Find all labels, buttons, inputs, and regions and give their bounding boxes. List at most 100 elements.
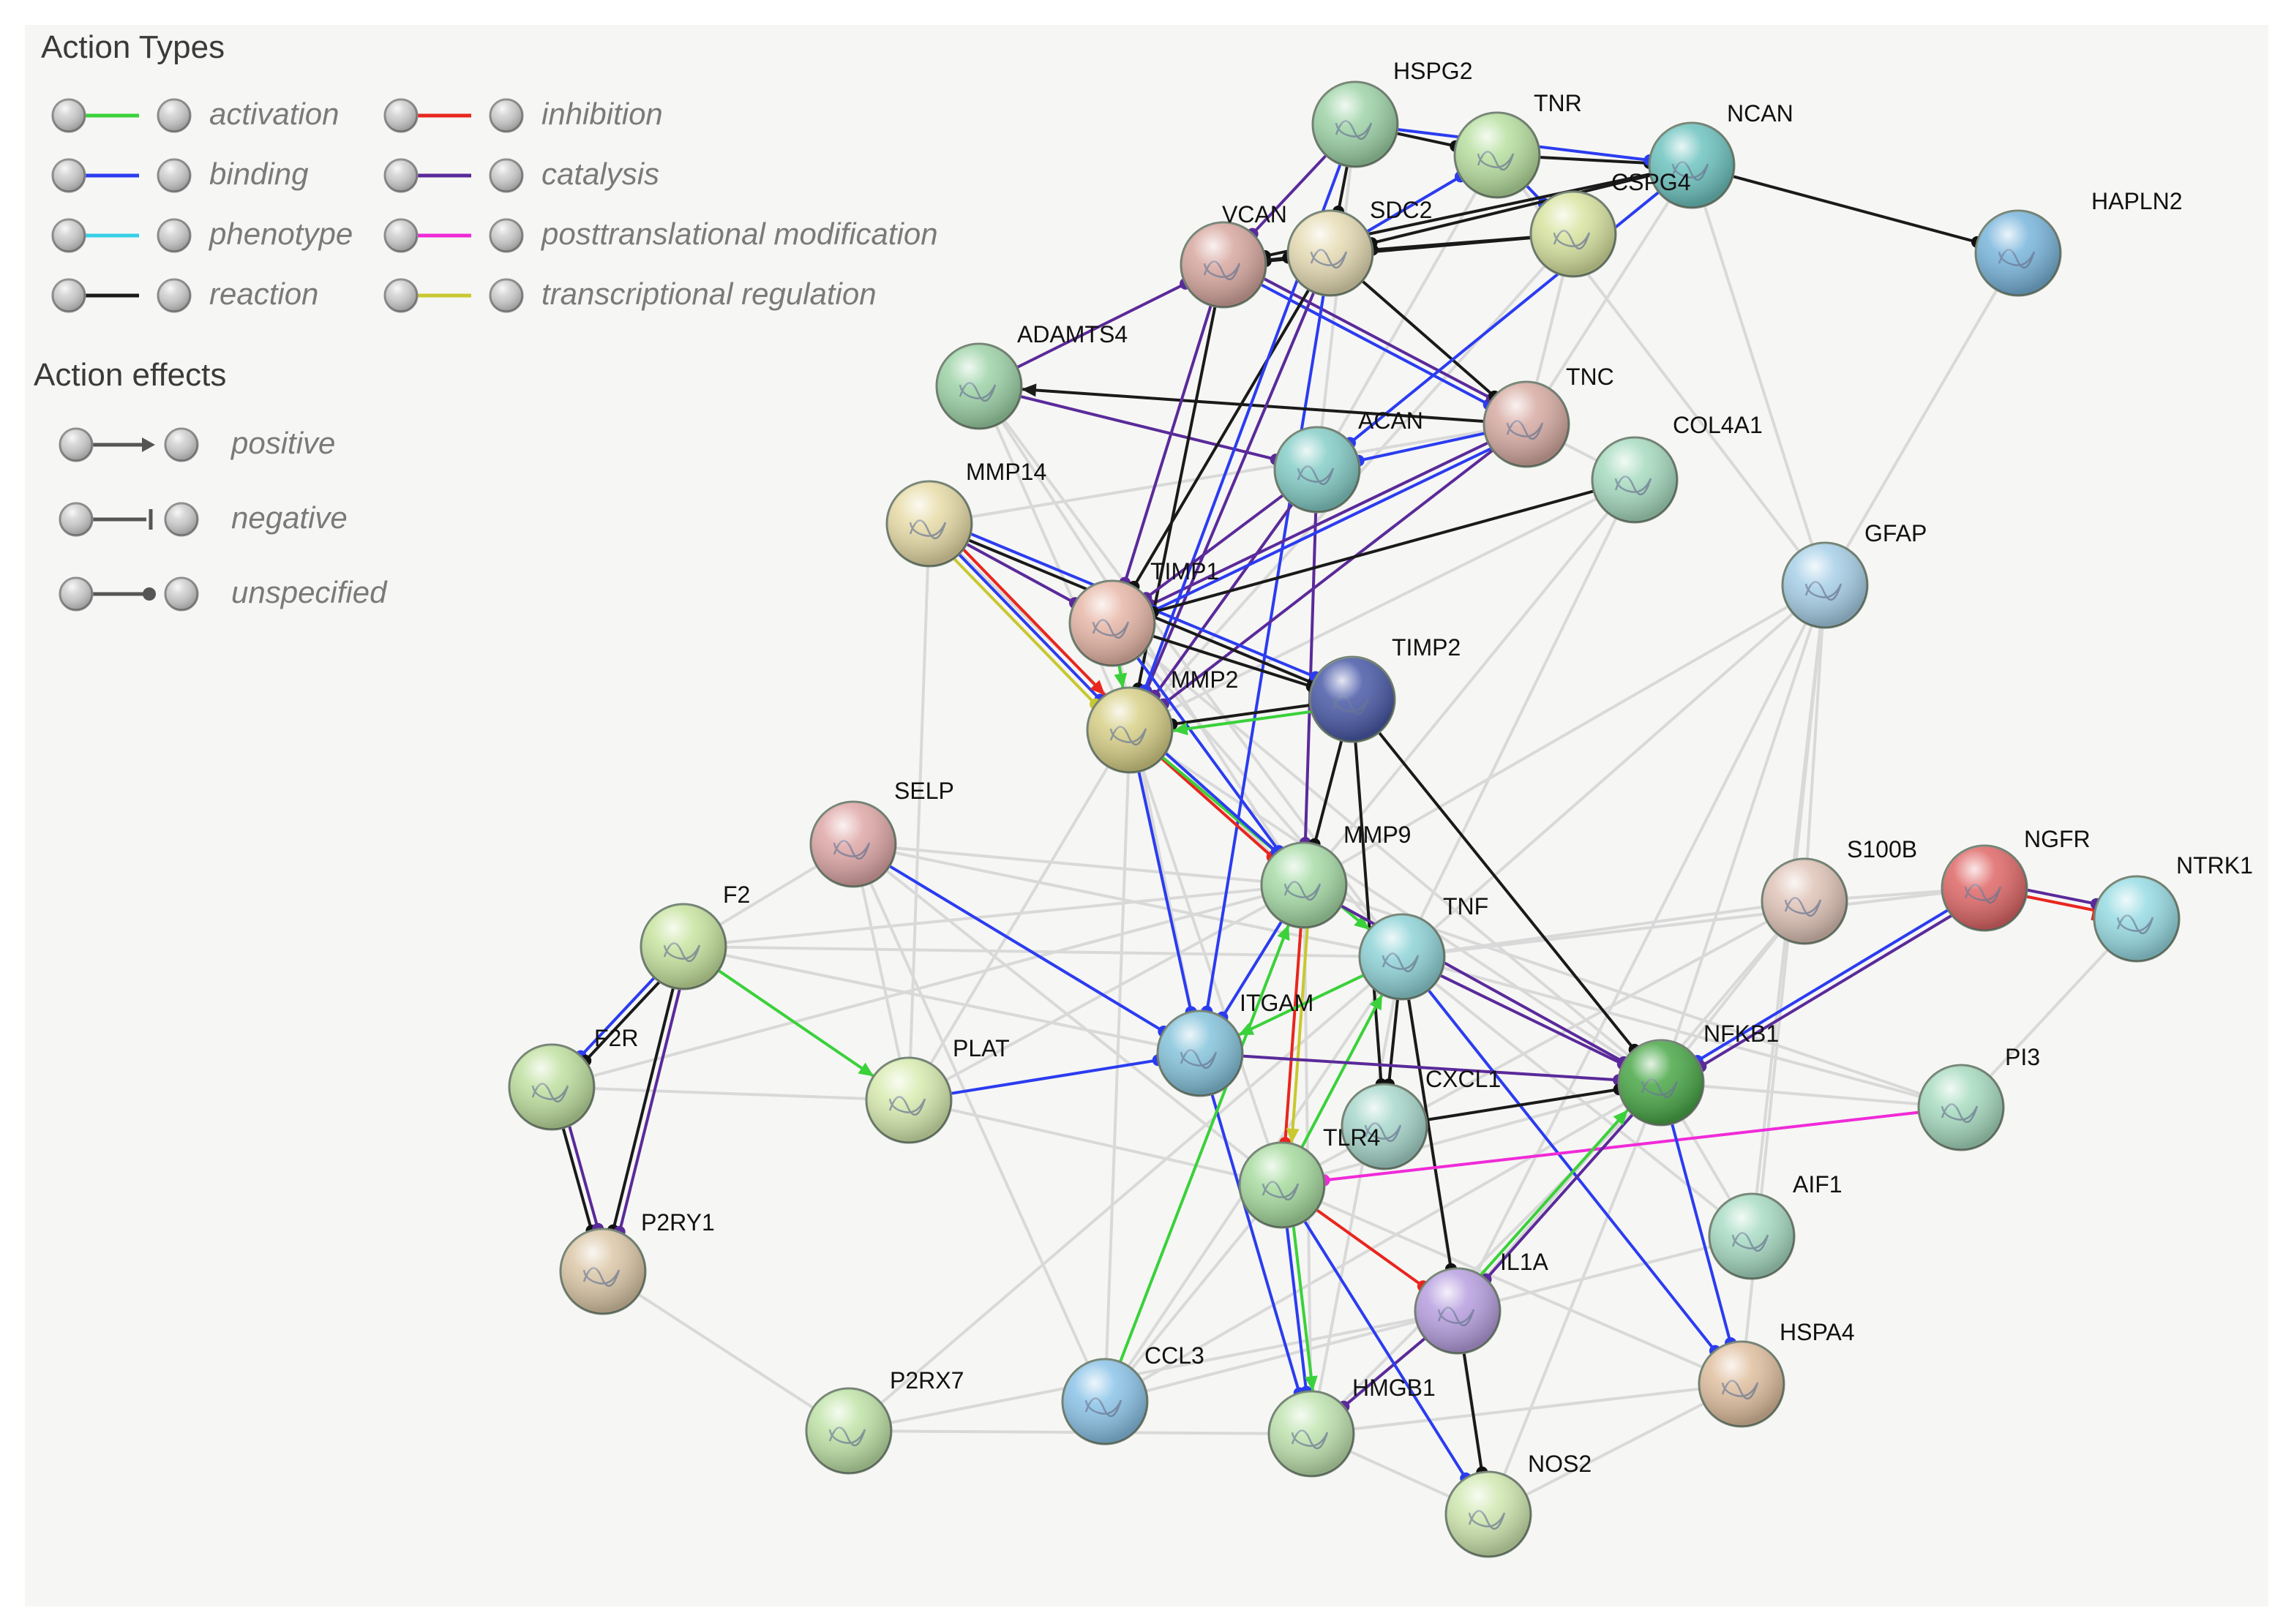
legend-label-activation: activation [209,97,340,131]
node-HAPLN2[interactable]: HAPLN2 [1974,188,2183,297]
legend-swatch-phenotype [51,218,192,253]
node-MMP9[interactable]: MMP9 [1260,822,1411,929]
node-S100B[interactable]: S100B [1761,836,1917,945]
node-ACAN[interactable]: ACAN [1273,407,1423,514]
node-F2R[interactable]: F2R [508,1025,638,1131]
edge-HMGB1-TNF [1310,956,1403,1435]
edge-F2-TNF [683,945,1403,958]
node-label-P2RY1: P2RY1 [641,1209,715,1236]
node-VCAN[interactable]: VCAN [1180,201,1287,309]
node-NTRK1[interactable]: NTRK1 [2093,852,2253,963]
edge-CCL3-MMP9-activation [1118,924,1291,1363]
node-TLR4[interactable]: TLR4 [1238,1124,1380,1229]
node-label-TIMP1: TIMP1 [1150,558,1219,584]
legend-swatch-posttranslational-modification [383,218,524,253]
node-P2RX7[interactable]: P2RX7 [805,1367,964,1475]
edge-PLAT-MMP9 [908,884,1305,1102]
node-SELP[interactable]: SELP [809,778,954,888]
node-label-MMP14: MMP14 [966,459,1046,485]
node-TNR[interactable]: TNR [1453,90,1582,199]
node-PI3[interactable]: PI3 [1917,1044,2040,1151]
node-AIF1[interactable]: AIF1 [1708,1171,1843,1280]
node-HSPA4[interactable]: HSPA4 [1698,1319,1855,1428]
node-HMGB1[interactable]: HMGB1 [1267,1375,1436,1478]
node-GFAP[interactable]: GFAP [1781,520,1927,629]
edge-NGFR-NTRK1-inhibition [2025,895,2099,921]
edge-F2R-PLAT [551,1086,910,1102]
edge-MMP14-PLAT [907,523,931,1101]
edge-PLAT-MMP2 [907,729,1131,1102]
node-COL4A1[interactable]: COL4A1 [1591,412,1763,524]
edge-TNF-PI3 [1401,955,1962,1109]
edge-TIMP2-MMP9-reaction [1308,740,1343,850]
edge-NOS2-NFKB1 [1487,1082,1663,1515]
node-label-F2: F2 [723,881,750,908]
edge-MMP9-TLR4-transcriptional-regulation [1286,928,1309,1143]
edge-SELP-TNF [852,843,1403,958]
edge-GFAP-IL1A [1456,584,1826,1312]
edge-SELP-PLAT [852,843,910,1101]
edge-ADAMTS4-MMP2 [978,386,1131,731]
node-label-ACAN: ACAN [1358,407,1423,434]
node-CSPG4[interactable]: CSPG4 [1529,169,1690,278]
node-label-MMP9: MMP9 [1343,822,1411,848]
background-edges [551,124,2138,1516]
legend-label-reaction: reaction [209,277,319,311]
node-ITGAM[interactable]: ITGAM [1156,990,1313,1097]
node-IL1A[interactable]: IL1A [1414,1249,1548,1355]
edge-CCL3-TLR4 [1103,1184,1283,1403]
node-SDC2[interactable]: SDC2 [1286,197,1432,297]
node-label-TNF: TNF [1443,893,1488,920]
node-MMP14[interactable]: MMP14 [885,459,1046,568]
edge-TIMP1-MMP2-activation [1114,664,1128,689]
node-label-TNC: TNC [1566,364,1614,390]
node-TIMP1[interactable]: TIMP1 [1068,558,1219,667]
node-label-PI3: PI3 [2005,1044,2040,1070]
node-TNF[interactable]: TNF [1358,893,1488,1001]
edge-P2RX7-TNF [847,955,1403,1432]
node-HSPG2[interactable]: HSPG2 [1311,58,1472,168]
node-NFKB1[interactable]: NFKB1 [1617,1020,1779,1127]
edge-TLR4-HMGB1-activation [1292,1226,1318,1391]
legend-label-inhibition: inhibition [541,97,663,131]
edge-P2RY1-P2RX7 [601,1270,850,1432]
node-label-HSPA4: HSPA4 [1780,1319,1855,1345]
node-NOS2[interactable]: NOS2 [1444,1451,1592,1558]
node-label-IL1A: IL1A [1500,1249,1548,1275]
node-CCL3[interactable]: CCL3 [1061,1342,1204,1446]
node-TIMP2[interactable]: TIMP2 [1308,634,1461,743]
legend-swatch-transcriptional-regulation [383,278,524,313]
legend-label-binding: binding [209,157,309,191]
node-label-SELP: SELP [894,778,954,804]
edge-MMP2-TLR4 [1128,729,1283,1186]
legend-effect-label-negative: negative [231,500,348,535]
edge-HSPA4-HMGB1 [1311,1383,1742,1435]
edge-VCAN-TNC-binding [1260,283,1495,410]
edge-HMGB1-NFKB1 [1310,1081,1663,1435]
node-P2RY1[interactable]: P2RY1 [559,1209,715,1315]
edge-TNR-ACAN [1316,154,1499,470]
node-F2[interactable]: F2 [640,881,750,990]
edge-TIMP1-NFKB1 [1111,622,1663,1084]
edge-COL4A1-MMP9 [1302,478,1636,887]
node-CXCL1[interactable]: CXCL1 [1341,1066,1501,1170]
edge-GFAP-TNF [1401,584,1826,958]
node-label-TIMP2: TIMP2 [1392,634,1461,661]
edge-TNC-ADAMTS4-reaction [1021,383,1485,423]
node-label-COL4A1: COL4A1 [1673,412,1763,438]
edge-HAPLN2-GFAP [1823,252,2020,587]
edge-TNF-NFKB1-catalysis [1439,974,1629,1070]
edge-CCL3-IL1A [1104,1309,1458,1403]
node-TNC[interactable]: TNC [1483,364,1614,468]
node-NGFR[interactable]: NGFR [1941,826,2091,932]
edge-TLR4-IL1A-inhibition [1315,1208,1429,1293]
edge-MMP14-MMP2-inhibition [962,548,1106,696]
edge-HSPA4-TLR4 [1281,1184,1742,1386]
node-label-NCAN: NCAN [1727,100,1793,127]
node-PLAT[interactable]: PLAT [865,1035,1010,1144]
node-ADAMTS4[interactable]: ADAMTS4 [935,321,1128,430]
node-MMP2[interactable]: MMP2 [1086,666,1238,774]
legend-swatch-reaction [51,278,192,313]
node-label-AIF1: AIF1 [1793,1171,1843,1198]
node-NCAN[interactable]: NCAN [1648,100,1793,209]
